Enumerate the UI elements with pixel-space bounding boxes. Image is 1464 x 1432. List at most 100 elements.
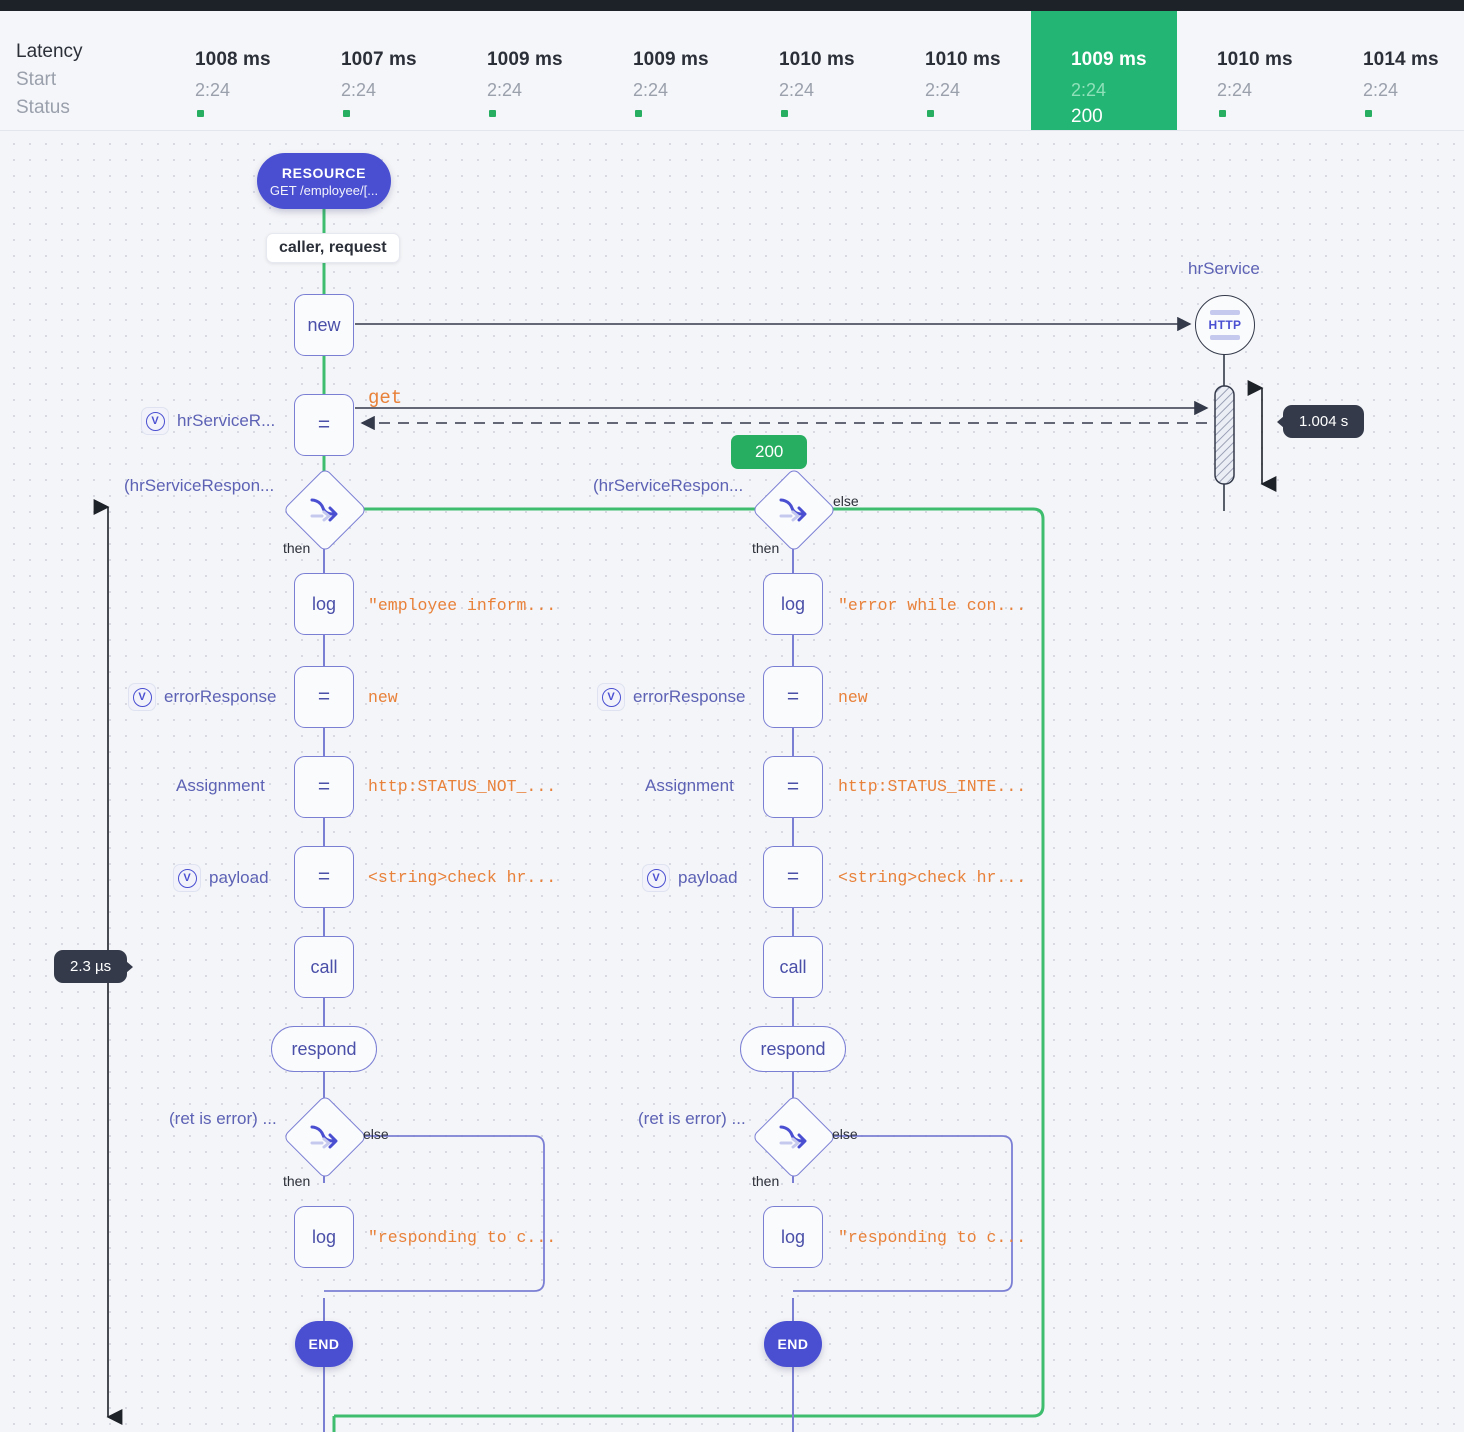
http-service-icon[interactable]: HTTP xyxy=(1195,295,1255,355)
node-log-left-tail[interactable]: log xyxy=(294,1206,354,1268)
run-latency: 1008 ms xyxy=(195,49,271,70)
var-name: errorResponse xyxy=(164,687,277,706)
run-status-dot xyxy=(343,110,350,117)
http-protocol-label: HTTP xyxy=(1208,318,1242,332)
resource-kind: RESOURCE xyxy=(281,164,367,181)
left-branch-then-label: then xyxy=(283,540,311,556)
resource-params-chip[interactable]: caller, request xyxy=(266,233,400,263)
run-latency: 1010 ms xyxy=(925,49,1001,70)
label-assignment-right: Assignment xyxy=(645,776,734,795)
code-log-right-tail: "responding to c... xyxy=(838,1228,1027,1247)
run-latency: 1009 ms xyxy=(633,49,709,70)
node-log-right-tail[interactable]: log xyxy=(763,1206,823,1268)
var-chip-payload-right[interactable]: V payload xyxy=(642,864,738,892)
run-column-1[interactable]: 1007 ms 2:24 xyxy=(341,11,487,130)
node-respond-left[interactable]: respond xyxy=(271,1026,377,1072)
node-new-left[interactable]: new xyxy=(294,294,354,356)
code-log-left-then: "employee inform... xyxy=(368,596,557,615)
node-assignment-status-right[interactable]: = xyxy=(763,756,823,818)
right-branch-then-label: then xyxy=(752,540,780,556)
service-name-label: hrService xyxy=(1188,259,1260,278)
branch-icon-right xyxy=(764,480,822,538)
var-name: hrServiceR... xyxy=(177,411,276,430)
label-status: Status xyxy=(16,97,70,118)
run-start: 2:24 xyxy=(1071,80,1107,100)
node-assign-payload-left[interactable]: = xyxy=(294,846,354,908)
span-duration-tooltip: 2.3 µs xyxy=(54,950,134,983)
run-status-dot xyxy=(781,110,788,117)
run-column-6-selected[interactable]: 1009 ms 2:24 200 xyxy=(1031,11,1177,130)
label-start: Start xyxy=(16,69,57,90)
node-assign-errorresponse-left[interactable]: = xyxy=(294,666,354,728)
right-branch-else-label: else xyxy=(833,493,859,509)
node-assign-payload-right[interactable]: = xyxy=(763,846,823,908)
run-status-dot xyxy=(635,110,642,117)
var-name: errorResponse xyxy=(633,687,746,706)
end-node-right[interactable]: END xyxy=(764,1321,822,1367)
label-latency: Latency xyxy=(16,41,83,62)
code-assign-payload-left: <string>check hr... xyxy=(368,868,557,887)
node-assign-hrserviceresponse[interactable]: = xyxy=(294,394,354,456)
right-tail-branch-else-label: else xyxy=(832,1126,858,1142)
run-status-dot xyxy=(489,110,496,117)
run-column-0[interactable]: 1008 ms 2:24 xyxy=(195,11,341,130)
node-log-right-then[interactable]: log xyxy=(763,573,823,635)
node-respond-right[interactable]: respond xyxy=(740,1026,846,1072)
branch-icon-right-tail xyxy=(764,1107,822,1165)
code-assign-errorresponse-right: new xyxy=(838,688,868,707)
run-latency: 1009 ms xyxy=(1071,49,1147,70)
run-latency: 1009 ms xyxy=(487,49,563,70)
run-status-dot xyxy=(1219,110,1226,117)
run-start: 2:24 xyxy=(925,80,961,100)
code-assign-payload-right: <string>check hr... xyxy=(838,868,1027,887)
right-branch-condition: (hrServiceRespon... xyxy=(593,476,744,495)
run-summary-header: Latency Start Status 1008 ms 2:24 1007 m… xyxy=(0,11,1464,131)
node-call-right[interactable]: call xyxy=(763,936,823,998)
run-column-8[interactable]: 1014 ms 2:24 xyxy=(1363,11,1464,130)
var-chip-errorresponse-left[interactable]: V errorResponse xyxy=(128,683,276,711)
code-assignment-status-left: http:STATUS_NOT_... xyxy=(368,777,557,796)
code-log-right-then: "error while con... xyxy=(838,596,1027,615)
run-latency: 1007 ms xyxy=(341,49,417,70)
code-assignment-status-right: http:STATUS_INTE... xyxy=(838,777,1027,796)
service-call-method-label: get xyxy=(368,387,403,409)
variable-icon: V xyxy=(173,864,201,892)
run-start: 2:24 xyxy=(487,80,523,100)
http-bar-top xyxy=(1210,310,1240,315)
var-chip-payload-left[interactable]: V payload xyxy=(173,864,269,892)
window-title-bar xyxy=(0,0,1464,11)
node-assignment-status-left[interactable]: = xyxy=(294,756,354,818)
var-chip-errorresponse-right[interactable]: V errorResponse xyxy=(597,683,745,711)
run-status-dot xyxy=(1365,110,1372,117)
flow-canvas[interactable]: RESOURCE GET /employee/[... caller, requ… xyxy=(0,131,1464,1432)
run-start: 2:24 xyxy=(633,80,669,100)
run-column-5[interactable]: 1010 ms 2:24 xyxy=(925,11,1071,130)
left-tail-branch-condition: (ret is error) ... xyxy=(169,1109,277,1128)
code-assign-errorresponse-left: new xyxy=(368,688,398,707)
node-call-left[interactable]: call xyxy=(294,936,354,998)
run-status-code: 200 xyxy=(1071,106,1103,127)
response-status-badge: 200 xyxy=(731,435,808,469)
run-column-4[interactable]: 1010 ms 2:24 xyxy=(779,11,925,130)
run-start: 2:24 xyxy=(341,80,377,100)
variable-icon: V xyxy=(128,683,156,711)
service-duration-tooltip: 1.004 s xyxy=(1276,405,1365,438)
run-latency: 1014 ms xyxy=(1363,49,1439,70)
branch-icon-left-tail xyxy=(295,1107,353,1165)
resource-node[interactable]: RESOURCE GET /employee/[... xyxy=(257,153,391,209)
node-assign-errorresponse-right[interactable]: = xyxy=(763,666,823,728)
run-start: 2:24 xyxy=(195,80,231,100)
var-name: payload xyxy=(678,868,738,887)
node-log-left-then[interactable]: log xyxy=(294,573,354,635)
run-column-7[interactable]: 1010 ms 2:24 xyxy=(1217,11,1363,130)
run-latency: 1010 ms xyxy=(1217,49,1293,70)
variable-icon: V xyxy=(597,683,625,711)
run-column-2[interactable]: 1009 ms 2:24 xyxy=(487,11,633,130)
end-node-left[interactable]: END xyxy=(295,1321,353,1367)
run-start: 2:24 xyxy=(1217,80,1253,100)
var-name: payload xyxy=(209,868,269,887)
var-chip-hrserviceresponse[interactable]: V hrServiceR... xyxy=(141,407,275,435)
run-column-3[interactable]: 1009 ms 2:24 xyxy=(633,11,779,130)
code-log-left-tail: "responding to c... xyxy=(368,1228,557,1247)
variable-icon: V xyxy=(141,407,169,435)
